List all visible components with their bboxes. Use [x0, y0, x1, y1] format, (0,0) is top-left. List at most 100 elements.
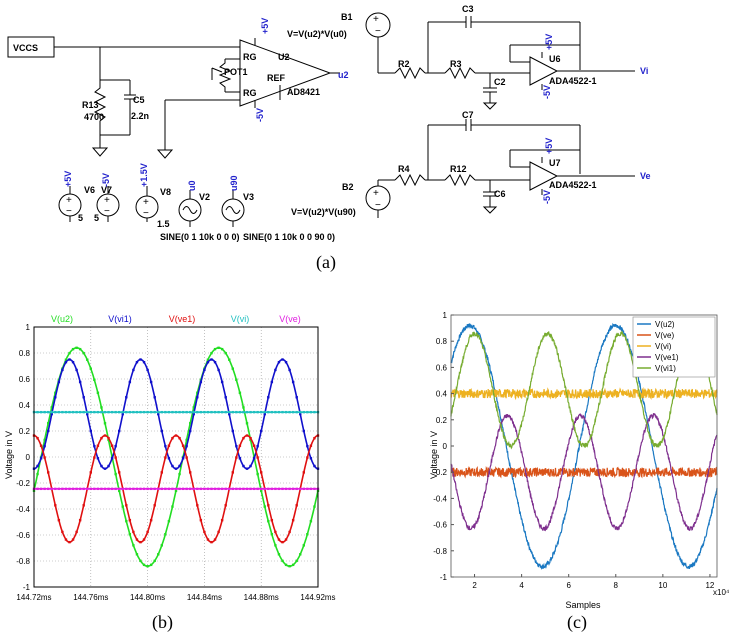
chart-b-data-point — [192, 487, 195, 491]
chart-b-data-point — [284, 410, 288, 414]
chart-b-data-point — [302, 487, 305, 491]
chart-b-data-point — [110, 457, 114, 460]
chart-b-data-point — [167, 519, 171, 523]
chart-b-data-point — [43, 444, 46, 448]
chart-b-data-point — [274, 487, 277, 491]
chart-b-data-point — [71, 487, 75, 491]
chart-c-series-line — [450, 412, 718, 532]
chart-c-ytick: -1 — [440, 573, 448, 582]
chart-c-legend-entry: V(vi1) — [655, 364, 676, 373]
chart-b-data-point — [306, 444, 309, 448]
chart-c-xtick: 10 — [658, 581, 667, 590]
chart-b-data-point — [206, 538, 210, 541]
chart-b-data-point — [274, 368, 277, 372]
chart-b-data-point — [210, 358, 213, 361]
v3-label: u90 — [229, 175, 239, 191]
chart-b-data-point — [199, 410, 203, 414]
chart-b-data-point — [50, 412, 53, 416]
chart-b-data-point — [302, 429, 305, 433]
ground-symbol — [91, 147, 109, 157]
chart-b-data-point — [89, 367, 92, 370]
chart-c-ytick: -0.8 — [433, 547, 447, 556]
chart-b-data-point — [149, 380, 153, 384]
chart-b-data-point — [213, 410, 217, 414]
chart-b-data-point — [196, 410, 199, 414]
chart-b-data-point — [288, 487, 291, 491]
chart-b-data-point — [132, 487, 135, 491]
chart-b-data-point — [71, 347, 75, 351]
chart-b-data-point — [189, 410, 192, 414]
c6-ref: C6 — [494, 189, 506, 199]
v8-ref: V8 — [160, 187, 171, 197]
chart-b-data-point — [185, 456, 188, 459]
chart-b-data-point — [277, 487, 281, 491]
chart-b-data-point — [89, 410, 92, 414]
chart-b-data-point — [47, 429, 50, 433]
chart-b-data-point — [47, 471, 50, 474]
chart-b-data-point — [100, 406, 103, 409]
chart-c-legend-entry: V(ve) — [655, 331, 674, 340]
chart-b-data-point — [164, 487, 167, 491]
chart-b-data-point — [82, 351, 85, 355]
chart-b-data-point — [125, 519, 128, 523]
chart-b-data-point — [267, 487, 270, 491]
chart-b-data-point — [93, 456, 96, 459]
chart-b-xtick: 144.92ms — [300, 593, 335, 602]
chart-b-data-point — [107, 436, 110, 440]
svg-text:+: + — [373, 14, 379, 25]
v2-label: u0 — [187, 180, 197, 191]
chart-b-legend-entry: V(vi1) — [108, 314, 132, 324]
chart-b-ytick: -0.8 — [16, 557, 30, 566]
chart-b-data-point — [103, 467, 107, 470]
chart-b-data-point — [228, 410, 231, 414]
chart-b-data-point — [139, 540, 142, 544]
chart-b-data-point — [132, 368, 135, 372]
v2-sine: SINE(0 1 10k 0 0 0) — [160, 232, 240, 242]
chart-b-data-point — [181, 457, 185, 460]
r13-resistor — [93, 80, 107, 135]
chart-b-data-point — [167, 487, 171, 491]
chart-b-data-point — [139, 410, 142, 414]
chart-b-data-point — [75, 487, 78, 491]
chart-b-data-point — [313, 464, 316, 468]
chart-b-data-point — [185, 410, 188, 414]
chart-b-data-point — [100, 410, 103, 414]
chart-b-data-point — [295, 410, 298, 414]
chart-b-data-point — [213, 538, 217, 541]
chart-b-data-point — [189, 429, 192, 433]
chart-b-data-point — [206, 410, 210, 414]
chart-b-data-point — [54, 391, 57, 395]
chart-b-data-point — [199, 380, 203, 384]
chart-b-data-point — [78, 487, 82, 491]
chart-b-data-point — [309, 519, 313, 523]
chart-b-data-point — [146, 530, 149, 534]
chart-b-data-point — [309, 487, 313, 491]
chart-b-data-point — [189, 487, 192, 491]
chart-b-data-point — [277, 553, 281, 556]
chart-b-data-point — [235, 444, 238, 448]
chart-b-data-point — [167, 444, 171, 447]
chart-b-data-point — [263, 505, 266, 508]
chart-b-data-point — [203, 410, 206, 414]
chart-b-data-point — [295, 559, 298, 563]
chart-b-data-point — [260, 410, 263, 414]
chart-b-data-point — [260, 489, 263, 492]
chart-b-data-point — [114, 472, 117, 476]
chart-b-data-point — [132, 410, 135, 414]
chart-b-data-point — [71, 538, 75, 541]
chart-b-data-point — [284, 563, 288, 567]
chart-b-ytick: -0.2 — [16, 479, 30, 488]
chart-b-data-point — [199, 518, 203, 522]
chart-b-data-point — [86, 412, 89, 416]
chart-b-data-point — [96, 487, 100, 491]
b2-ref: B2 — [342, 182, 354, 192]
chart-b-data-point — [36, 487, 39, 491]
chart-b-data-point — [86, 410, 89, 414]
chart-b-data-point — [146, 368, 149, 372]
chart-b-data-point — [299, 410, 302, 414]
chart-b-data-point — [203, 487, 206, 491]
chart-b-data-point — [153, 559, 156, 563]
chart-b-data-point — [252, 444, 256, 447]
chart-b-data-point — [238, 391, 242, 395]
chart-b-data-point — [142, 563, 146, 567]
